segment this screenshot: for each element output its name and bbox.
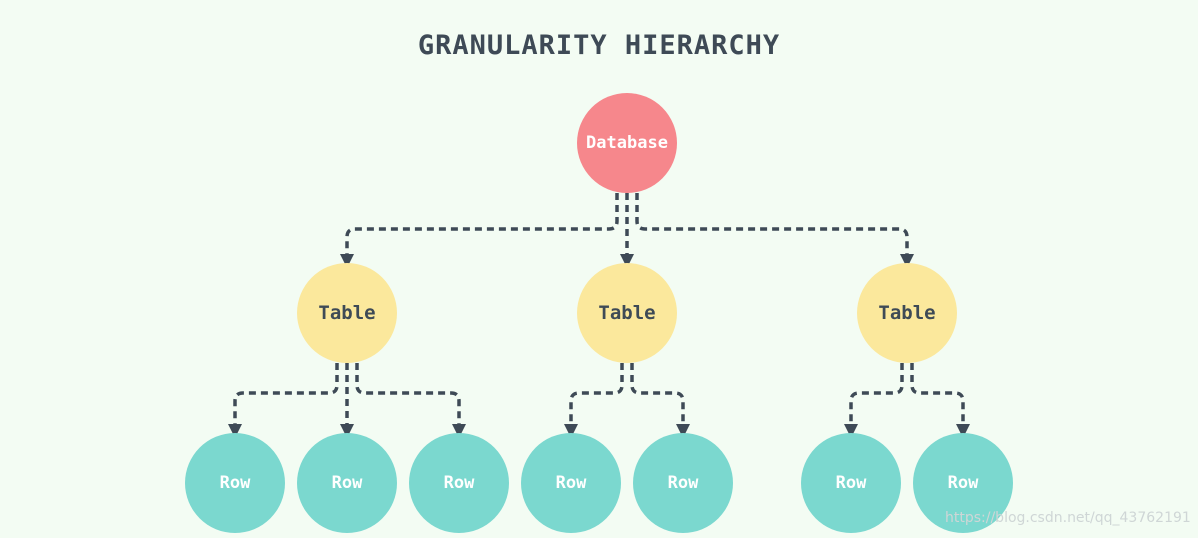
edge-table-1-to-row-3 [355, 363, 466, 438]
table-node-1-label: Table [318, 302, 375, 324]
row-node-1-3-circle [409, 433, 509, 533]
row-node-1-2: Row [297, 433, 397, 533]
row-node-2-1-circle [521, 433, 621, 533]
row-node-1-3-label: Row [444, 473, 475, 493]
connector-layer [228, 193, 970, 438]
edge-database-to-table-1 [340, 193, 619, 268]
table-node-2-circle [577, 263, 677, 363]
edge-table-3-to-row-1 [844, 363, 904, 438]
row-node-1-1: Row [185, 433, 285, 533]
row-node-3-1: Row [801, 433, 901, 533]
row-node-2-1-label: Row [556, 473, 587, 493]
table-node-2-label: Table [598, 302, 655, 324]
watermark: https://blog.csdn.net/qq_43762191 [945, 510, 1191, 526]
table-node-2: Table [577, 263, 677, 363]
diagram-title: GRANULARITY HIERARCHY [417, 30, 781, 61]
row-node-3-1-circle [801, 433, 901, 533]
row-node-2-2-label: Row [668, 473, 699, 493]
table-node-3-circle [857, 263, 957, 363]
database-node: Database [577, 93, 677, 193]
database-node-label: Database [586, 133, 668, 153]
edge-table-2-to-row-1 [564, 363, 624, 438]
edge-table-2-to-row-2 [630, 363, 690, 438]
table-node-3-label: Table [878, 302, 935, 324]
table-node-1-circle [297, 263, 397, 363]
row-node-3-1-label: Row [836, 473, 867, 493]
row-node-2-1: Row [521, 433, 621, 533]
row-node-2-2-circle [633, 433, 733, 533]
row-node-1-2-label: Row [332, 473, 363, 493]
row-node-3-2: Row [913, 433, 1013, 533]
edge-table-1-to-row-1 [228, 363, 339, 438]
row-node-1-1-circle [185, 433, 285, 533]
row-node-1-2-circle [297, 433, 397, 533]
row-node-3-2-circle [913, 433, 1013, 533]
table-node-3: Table [857, 263, 957, 363]
row-node-2-2: Row [633, 433, 733, 533]
database-node-circle [577, 93, 677, 193]
row-node-3-2-label: Row [948, 473, 979, 493]
table-node-1: Table [297, 263, 397, 363]
row-node-1-1-label: Row [220, 473, 251, 493]
row-node-1-3: Row [409, 433, 509, 533]
edge-table-3-to-row-2 [910, 363, 970, 438]
edge-database-to-table-3 [635, 193, 914, 268]
